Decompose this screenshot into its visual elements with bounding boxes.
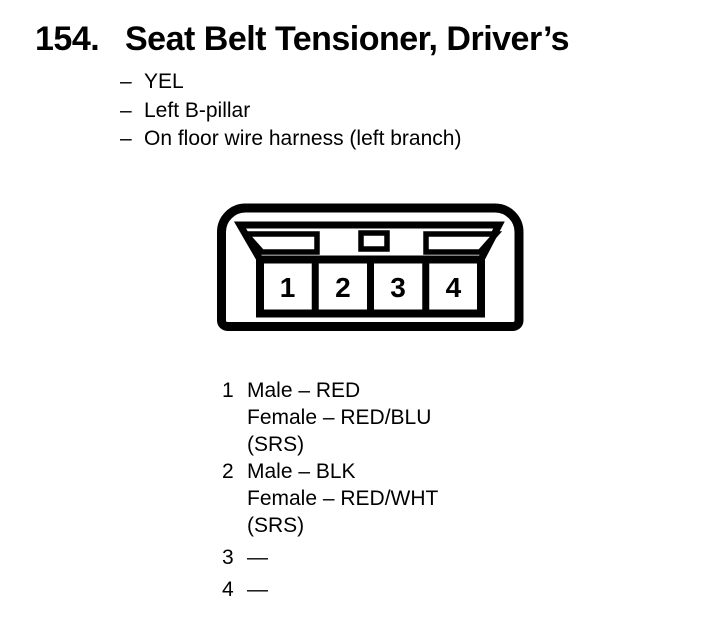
pin-number-1: 1 xyxy=(280,272,296,303)
page-title: 154. Seat Belt Tensioner, Driver’s xyxy=(35,20,570,59)
figure-title: Seat Belt Tensioner, Driver’s xyxy=(125,20,570,58)
legend-pin-number: 3 xyxy=(222,546,234,569)
legend-line: (SRS) xyxy=(247,433,305,456)
legend-row-pin-1: 1 Male – RED Female – RED/BLU (SRS) xyxy=(222,377,438,458)
legend-pin-number: 4 xyxy=(222,578,234,601)
detail-wire-color: –YEL xyxy=(120,68,461,97)
dash-bullet: – xyxy=(120,98,132,122)
legend-pin-wiring: — xyxy=(247,576,268,603)
dash-bullet: – xyxy=(120,70,132,93)
legend-line: Male – RED xyxy=(247,379,361,402)
legend-line: (SRS) xyxy=(247,514,305,537)
detail-text: On floor wire harness (left branch) xyxy=(144,127,462,150)
legend-pin-number: 2 xyxy=(222,460,234,483)
key-slot-right xyxy=(423,231,503,255)
legend-row-pin-3: 3 — xyxy=(222,544,438,571)
legend-row-pin-4: 4 — xyxy=(222,576,438,603)
legend-line: Female – RED/BLU xyxy=(247,406,432,429)
legend-row-pin-2: 2 Male – BLK Female – RED/WHT (SRS) xyxy=(222,458,438,539)
pin-legend: 1 Male – RED Female – RED/BLU (SRS) 2 Ma… xyxy=(222,377,438,603)
pin-number-3: 3 xyxy=(390,272,406,303)
legend-line: — xyxy=(247,546,268,569)
dash-bullet: – xyxy=(120,127,132,150)
pin-number-2: 2 xyxy=(335,272,351,303)
pin-number-4: 4 xyxy=(446,272,462,303)
legend-pin-number: 1 xyxy=(222,379,234,402)
legend-line: Female – RED/WHT xyxy=(247,487,439,510)
detail-location: –Left B-pillar xyxy=(120,97,461,126)
detail-text: Left B-pillar xyxy=(144,98,251,122)
detail-text: YEL xyxy=(144,70,184,93)
legend-pin-wiring: Male – RED Female – RED/BLU (SRS) xyxy=(247,377,431,458)
connector-diagram: 1 2 3 4 xyxy=(213,198,525,338)
connector-details: –YEL –Left B-pillar –On floor wire harne… xyxy=(120,68,461,154)
detail-harness: –On floor wire harness (left branch) xyxy=(120,125,461,154)
figure-number: 154. xyxy=(35,20,100,58)
key-slot-center xyxy=(358,230,390,252)
legend-pin-wiring: — xyxy=(247,544,268,571)
connector-face-drawing: 1 2 3 4 xyxy=(217,203,524,331)
legend-line: Male – BLK xyxy=(247,460,356,483)
legend-pin-wiring: Male – BLK Female – RED/WHT (SRS) xyxy=(247,458,438,539)
legend-line: — xyxy=(247,578,268,601)
key-slot-left xyxy=(239,231,320,255)
